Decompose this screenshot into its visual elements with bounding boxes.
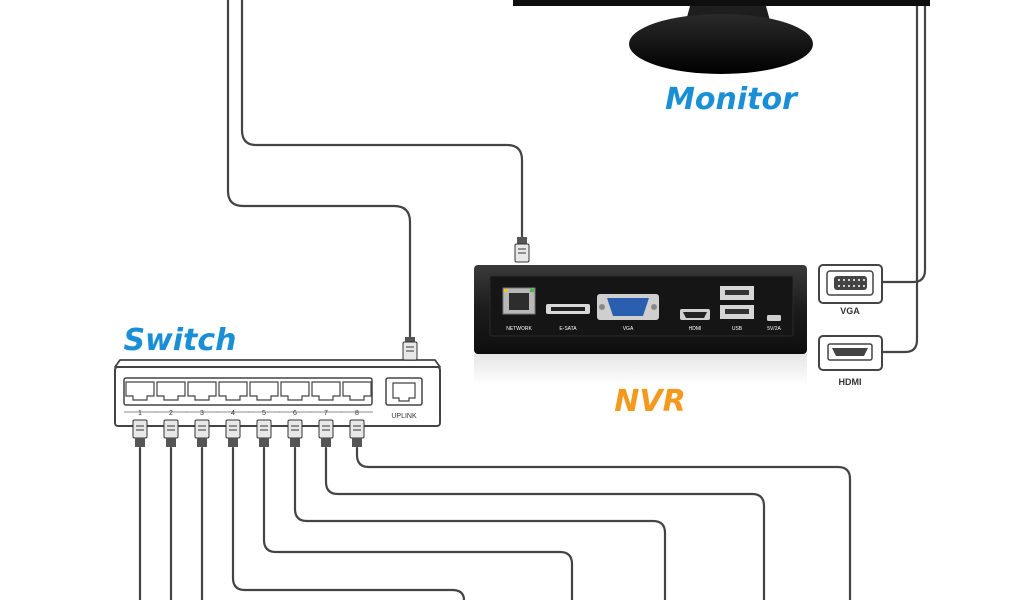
nvr-network-cable — [240, 0, 524, 240]
nvr-reflection — [474, 354, 807, 386]
switch-label: Switch — [123, 323, 236, 358]
switch-port-number: 3 — [200, 410, 204, 417]
switch-top-face — [114, 359, 441, 368]
nvr-network-port: NETWORK — [502, 287, 536, 332]
nvr-esata-port: E-SATA — [546, 304, 590, 332]
nvr-usb-ports: USB — [720, 286, 754, 332]
nvr-usb-label: USB — [732, 326, 743, 332]
port5-cable — [262, 446, 574, 600]
switch-port-number: 2 — [169, 410, 173, 417]
nvr-device: NETWORK E-SATA VGA HDMI USB — [474, 237, 807, 419]
monitor-stand-base — [629, 14, 813, 74]
port-3-rj45-plug — [194, 419, 210, 447]
nvr-dc-label: 5V/2A — [767, 326, 781, 332]
hdmi-connector-label: HDMI — [839, 377, 862, 387]
uplink-rj45-plug — [402, 337, 418, 361]
hdmi-connector: HDMI — [818, 335, 883, 387]
switch-port-2: 2 — [155, 381, 187, 417]
cables — [138, 0, 927, 600]
nvr-network-label: NETWORK — [506, 326, 532, 332]
port-4-rj45-plug — [225, 419, 241, 447]
switch-port-1: 1 — [124, 381, 156, 417]
switch-port-number: 4 — [231, 410, 235, 417]
nvr-rj45-plug — [514, 237, 530, 263]
switch-port-8: 8 — [341, 381, 373, 417]
monitor-hdmi-cable — [881, 0, 919, 354]
monitor: Monitor — [513, 0, 930, 117]
nvr-label: NVR — [614, 384, 685, 419]
port6-cable — [293, 446, 667, 600]
nvr-hdmi-label: HDMI — [689, 326, 702, 332]
network-switch: Switch 1 2 3 4 5 6 7 8 UPLINK — [114, 323, 441, 447]
port-8-rj45-plug — [349, 419, 365, 447]
switch-port-number: 1 — [138, 410, 142, 417]
port7-cable — [324, 446, 766, 600]
switch-port-number: 7 — [324, 410, 328, 417]
vga-connector-label: VGA — [840, 306, 860, 316]
port8-cable — [355, 446, 852, 600]
uplink-cable — [226, 0, 412, 340]
nvr-dc-port: 5V/2A — [767, 315, 781, 332]
monitor-vga-cable — [881, 0, 927, 284]
port-2-rj45-plug — [163, 419, 179, 447]
nvr-esata-label: E-SATA — [559, 326, 577, 332]
switch-port-number: 8 — [355, 410, 359, 417]
switch-port-4: 4 — [217, 381, 249, 417]
switch-port-5: 5 — [248, 381, 280, 417]
port-5-rj45-plug — [256, 419, 272, 447]
switch-port-number: 6 — [293, 410, 297, 417]
switch-port-number: 5 — [262, 410, 266, 417]
switch-port-bay — [123, 377, 373, 406]
nvr-vga-port: VGA — [597, 294, 659, 332]
port-7-rj45-plug — [318, 419, 334, 447]
vga-connector: VGA — [818, 264, 883, 316]
uplink-label: UPLINK — [391, 413, 417, 420]
nvr-vga-label: VGA — [623, 326, 634, 332]
port-1-rj45-plug — [132, 419, 148, 447]
port4-cable — [231, 446, 466, 600]
monitor-screen-bottom — [513, 0, 930, 6]
switch-port-6: 6 — [279, 381, 311, 417]
port-6-rj45-plug — [287, 419, 303, 447]
port-plugs — [132, 419, 365, 447]
switch-port-3: 3 — [186, 381, 218, 417]
switch-port-7: 7 — [310, 381, 342, 417]
monitor-label: Monitor — [665, 82, 799, 117]
switch-ports: 1 2 3 4 5 6 7 8 — [124, 381, 373, 417]
nvr-hdmi-port: HDMI — [680, 309, 710, 332]
switch-uplink-port: UPLINK — [385, 377, 423, 420]
